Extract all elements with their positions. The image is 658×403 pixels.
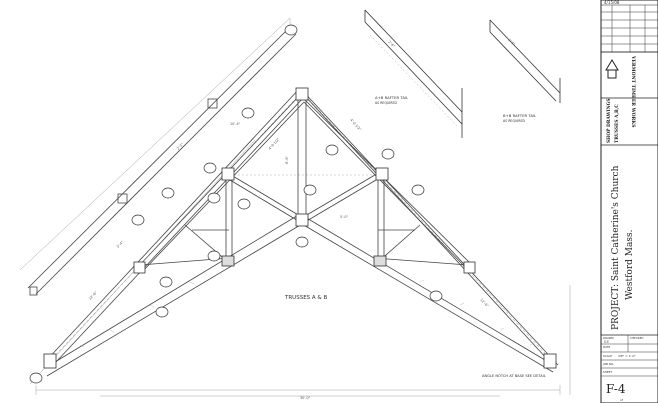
joint-plates	[43, 87, 557, 369]
dimension-lines	[19, 17, 571, 397]
info-rows	[601, 335, 658, 377]
svg-text:1'-8": 1'-8"	[507, 38, 516, 47]
left-rafter	[44, 87, 306, 363]
svg-text:12'-6": 12'-6"	[88, 290, 98, 300]
sheet-label: SHEET	[603, 370, 612, 374]
date-label: DATE	[603, 345, 611, 349]
title-block: 4/15/08 VERMONT TIMBER WORKS SHOP DRAWIN…	[600, 0, 658, 403]
detail-left-label: A+B RAFTER TAIL	[375, 95, 409, 100]
svg-text:3'-4": 3'-4"	[116, 240, 125, 249]
svg-text:2'-3": 2'-3"	[176, 142, 185, 151]
overhang-rafter	[27, 24, 297, 296]
drawn-value: S.F.	[604, 340, 609, 344]
logo-text: VERMONT TIMBER WORKS	[630, 55, 636, 127]
company-logo: VERMONT TIMBER WORKS	[605, 55, 636, 127]
left-lower-chord	[44, 213, 303, 377]
bottom-note: ANGLE NOTCH AT BASE SEE DETAIL	[482, 374, 546, 378]
inner-chords	[134, 94, 473, 273]
drawing-type: SHOP DRAWINGS	[607, 98, 612, 143]
timber-hatching	[79, 279, 535, 348]
sheet-number: F-4	[606, 382, 626, 396]
detail-right-sub: AS REQUIRED	[503, 119, 525, 123]
svg-text:2'-6": 2'-6"	[387, 40, 396, 49]
truss-elevation	[19, 17, 571, 397]
rafter-tail-detail-left: 2'-6"	[364, 9, 463, 138]
drawn-label: DRAWN	[603, 336, 614, 340]
sheet-of: of	[620, 398, 624, 402]
project-name: PROJECT: Saint Catherine's Church	[611, 165, 621, 330]
right-rafter	[299, 87, 559, 366]
truss-caption: TRUSSES A & B	[284, 295, 327, 301]
detail-left-sub: AS REQUIRED	[375, 101, 397, 105]
detail-right-label: B+B RAFTER TAIL	[503, 113, 537, 118]
svg-text:12'-6": 12'-6"	[479, 298, 489, 308]
svg-text:8'-6": 8'-6"	[285, 156, 289, 164]
drawing-subject: TRUSSES A,B,C	[615, 104, 620, 143]
checked-label: CHECKED	[630, 336, 644, 340]
svg-text:10'-4": 10'-4"	[230, 122, 241, 126]
svg-text:30'-0": 30'-0"	[300, 396, 311, 400]
title-date: 4/15/08	[604, 0, 620, 5]
web-braces	[139, 171, 469, 266]
project-location: Westford Mass.	[625, 229, 635, 300]
svg-text:4'-0 1/2": 4'-0 1/2"	[349, 118, 362, 132]
svg-text:5'-0": 5'-0"	[340, 215, 348, 219]
rafter-tail-detail-right: 1'-8"	[489, 19, 561, 103]
svg-text:4'-0 1/2": 4'-0 1/2"	[268, 137, 281, 151]
scale-label: SCALE	[603, 354, 612, 358]
minor-annotations: 4'-0 1/2" 10'-4" 4'-0 1/2" 2'-3" 3'-4" 5…	[88, 118, 490, 400]
peg-callouts	[29, 24, 443, 384]
right-lower-chord	[299, 213, 556, 373]
job-label: JOB NO.	[602, 362, 614, 366]
scale-value: 3/8" = 1'-0"	[618, 354, 636, 358]
king-post	[297, 95, 307, 222]
revision-grid	[601, 5, 658, 53]
